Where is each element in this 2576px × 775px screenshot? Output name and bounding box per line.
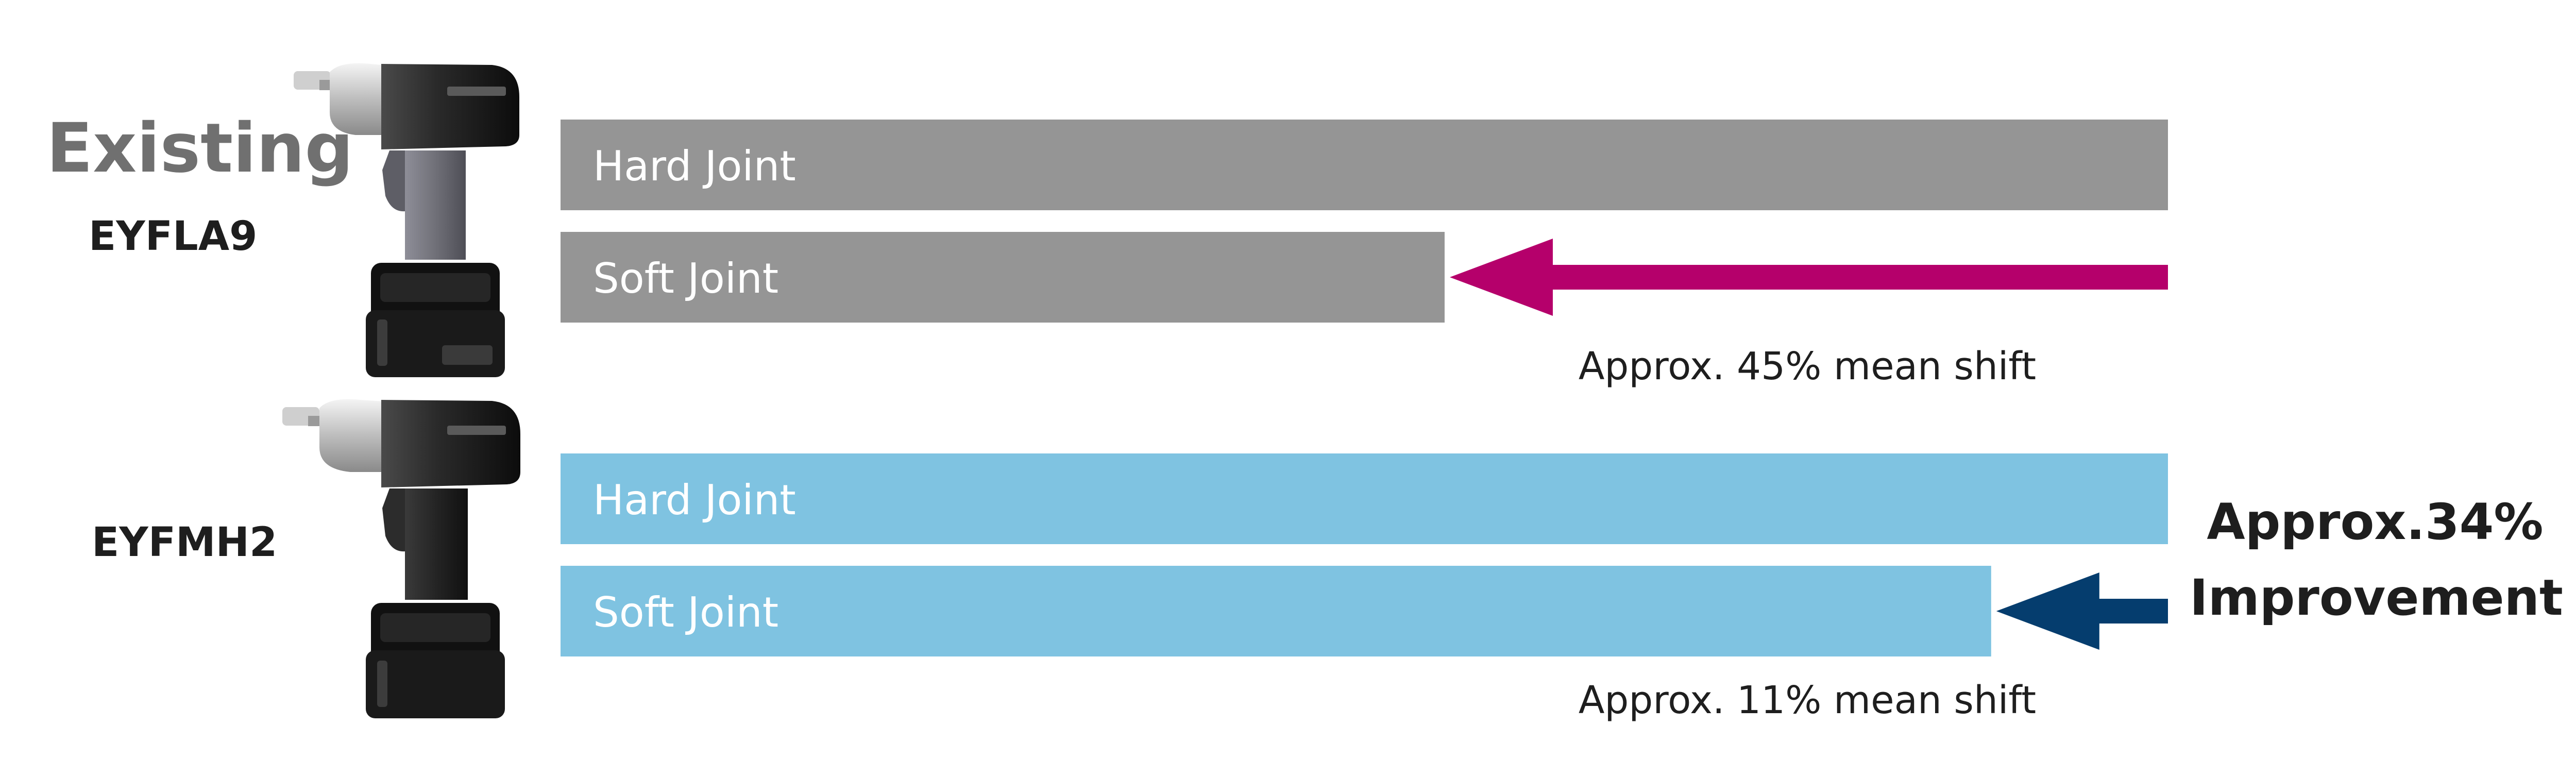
bar-label: Hard Joint (593, 142, 796, 190)
existing-tag: Existing (46, 109, 353, 188)
model-name-existing: EYFLA9 (89, 213, 258, 260)
shift-arrow-eyfla9 (1450, 239, 2168, 316)
improvement-label: Improvement (2190, 569, 2563, 627)
bar-eyfla9-hard-joint (561, 120, 2168, 210)
shift-annotation-eyfmh2: Approx. 11% mean shift (1579, 678, 2036, 722)
shift-annotation-eyfla9: Approx. 45% mean shift (1579, 344, 2036, 389)
arrows-layer (1450, 239, 2168, 650)
bars-layer (561, 120, 2168, 656)
bar-eyfla9-soft-joint (561, 232, 1445, 323)
bar-label: Soft Joint (593, 255, 778, 302)
bar-label: Soft Joint (593, 588, 778, 636)
model-name-new: EYFMH2 (92, 519, 278, 566)
improvement-value: Approx.34% (2207, 493, 2544, 551)
bar-eyfmh2-hard-joint (561, 453, 2168, 544)
shift-arrow-eyfmh2 (1996, 572, 2168, 650)
tool-new-icon (282, 399, 520, 718)
tool-existing-icon (294, 63, 519, 377)
bar-eyfmh2-soft-joint (561, 566, 1991, 656)
bar-label: Hard Joint (593, 476, 796, 524)
